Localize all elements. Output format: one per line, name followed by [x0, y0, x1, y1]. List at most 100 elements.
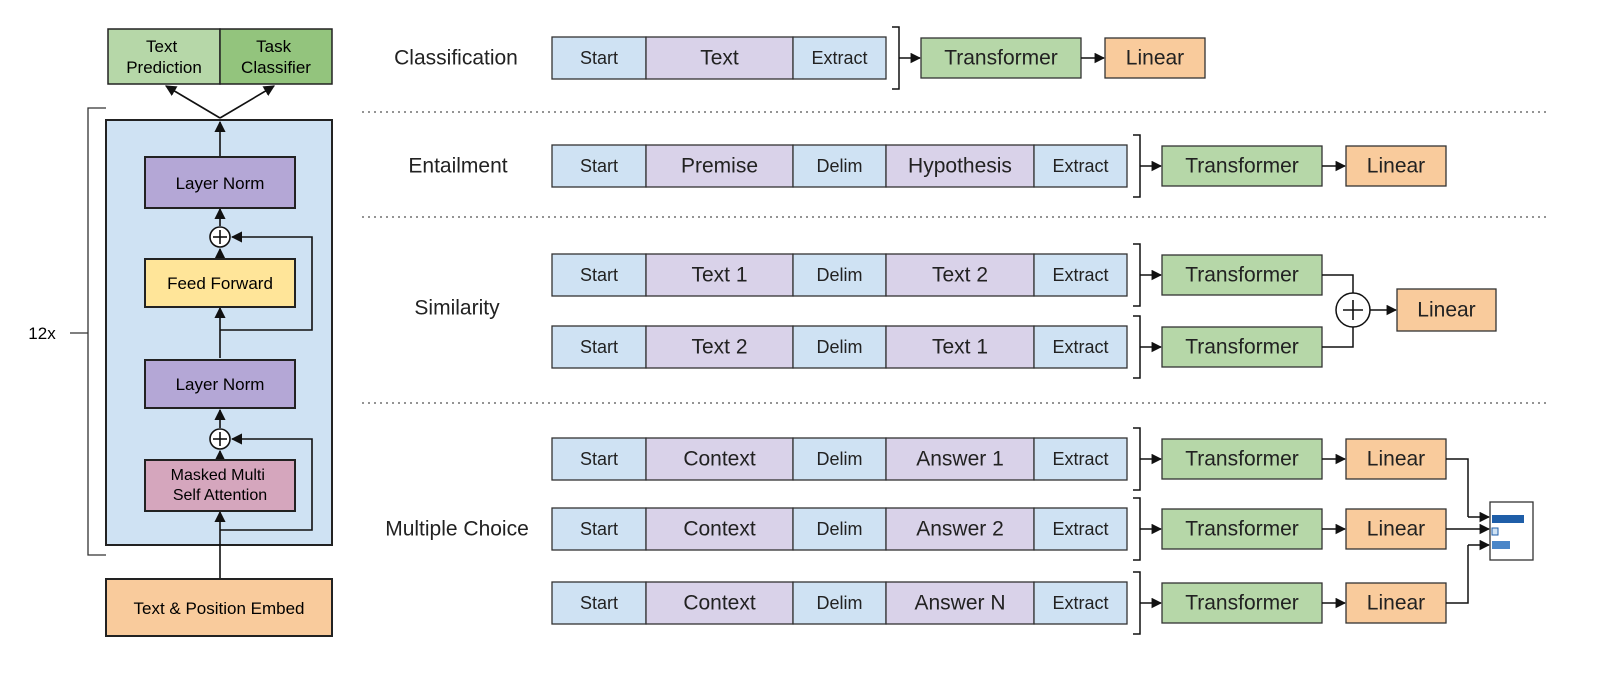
token-label: Start: [580, 449, 618, 469]
svg-text:Feed Forward: Feed Forward: [167, 274, 273, 293]
token-box: [792, 325, 887, 369]
token-label: Text 2: [932, 264, 988, 287]
token-box: [1033, 325, 1128, 369]
token-label: Text 1: [932, 336, 988, 359]
transformer-label: Transformer: [1185, 448, 1299, 471]
svg-text:Text & Position Embed: Text & Position Embed: [133, 599, 304, 618]
token-label: Delim: [816, 156, 862, 176]
token-box: [645, 581, 794, 625]
residual-add-icon-top: [209, 226, 231, 248]
token-label: Extract: [1052, 337, 1108, 357]
task-label: Classification: [394, 47, 518, 70]
svg-text:Layer Norm: Layer Norm: [176, 375, 265, 394]
token-label: Extract: [1052, 156, 1108, 176]
transformer-label: Transformer: [1185, 264, 1299, 287]
token-label: Hypothesis: [908, 155, 1012, 178]
transformer-box: [1161, 254, 1323, 296]
feed-forward-block: [144, 258, 296, 308]
linear-box: [1345, 438, 1447, 480]
token-label: Context: [683, 448, 756, 471]
flow-line: [1133, 571, 1141, 635]
token-box: [792, 144, 887, 188]
flow-line: [892, 26, 900, 90]
token-box: [792, 253, 887, 297]
token-label: Delim: [816, 265, 862, 285]
token-label: Text 1: [691, 264, 747, 287]
task-label: Similarity: [414, 297, 500, 320]
softmax-bar: [1492, 515, 1524, 523]
token-label: Extract: [1052, 449, 1108, 469]
linear-label: Linear: [1367, 518, 1425, 541]
token-box: [885, 325, 1035, 369]
attention-label: Masked Multi Self Attention: [171, 467, 270, 504]
token-label: Premise: [681, 155, 758, 178]
flow-line: [1446, 458, 1469, 517]
token-box: [1033, 507, 1128, 551]
transformer-box: [1161, 508, 1323, 550]
token-label: Text 2: [691, 336, 747, 359]
token-box: [885, 253, 1035, 297]
flow-line: [1133, 315, 1141, 379]
softmax-bar: [1491, 527, 1499, 536]
text-prediction-head: [107, 28, 221, 85]
transformer-box: [1161, 582, 1323, 624]
token-label: Extract: [1052, 265, 1108, 285]
token-label: Extract: [1052, 593, 1108, 613]
token-label: Start: [580, 156, 618, 176]
layer-norm-bottom: [144, 359, 296, 409]
token-label: Start: [580, 265, 618, 285]
text-prediction-label: Text Prediction: [126, 37, 202, 77]
transformer-label: Transformer: [944, 47, 1058, 70]
token-box: [792, 36, 887, 80]
token-box: [645, 325, 794, 369]
transformer-label: Transformer: [1185, 336, 1299, 359]
flow-line: [1133, 427, 1141, 491]
token-label: Text: [700, 47, 739, 70]
residual-add-icon-bottom: [209, 428, 231, 450]
svg-text:Layer Norm: Layer Norm: [176, 174, 265, 193]
token-label: Context: [683, 518, 756, 541]
token-label: Answer N: [914, 592, 1005, 615]
task-classifier-head: [219, 28, 333, 85]
linear-box: [1345, 145, 1447, 187]
transformer-box: [1161, 438, 1323, 480]
token-label: Extract: [1052, 519, 1108, 539]
task-label: Entailment: [408, 155, 507, 178]
token-box: [792, 507, 887, 551]
linear-box: [1345, 582, 1447, 624]
transformer-label: Transformer: [1185, 155, 1299, 178]
token-box: [551, 325, 647, 369]
repeat-bracket: [87, 107, 106, 556]
linear-label: Linear: [1417, 299, 1475, 322]
token-label: Start: [580, 593, 618, 613]
transformer-box: [1161, 145, 1323, 187]
token-box: [645, 507, 794, 551]
token-box: [551, 144, 647, 188]
flow-line: [1133, 497, 1141, 561]
flow-line: [1322, 274, 1354, 293]
token-label: Start: [580, 519, 618, 539]
token-box: [645, 144, 794, 188]
architecture-panel: Text Prediction Task Classifier 12x: [28, 28, 333, 637]
token-box: [1033, 437, 1128, 481]
token-box: [551, 253, 647, 297]
token-label: Delim: [816, 449, 862, 469]
linear-box: [1104, 37, 1206, 79]
token-box: [1033, 144, 1128, 188]
token-box: [551, 36, 647, 80]
token-box: [885, 507, 1035, 551]
token-label: Delim: [816, 593, 862, 613]
task-label: Multiple Choice: [385, 518, 529, 541]
masked-self-attention-block: [144, 459, 296, 512]
text-position-embed-block: [105, 578, 333, 637]
token-label: Delim: [816, 337, 862, 357]
flow-line: [1133, 134, 1141, 198]
token-label: Answer 1: [916, 448, 1004, 471]
token-box: [1033, 581, 1128, 625]
linear-label: Linear: [1367, 592, 1425, 615]
softmax-bar: [1492, 541, 1510, 549]
token-box: [551, 507, 647, 551]
transformer-label: Transformer: [1185, 518, 1299, 541]
linear-label: Linear: [1367, 155, 1425, 178]
